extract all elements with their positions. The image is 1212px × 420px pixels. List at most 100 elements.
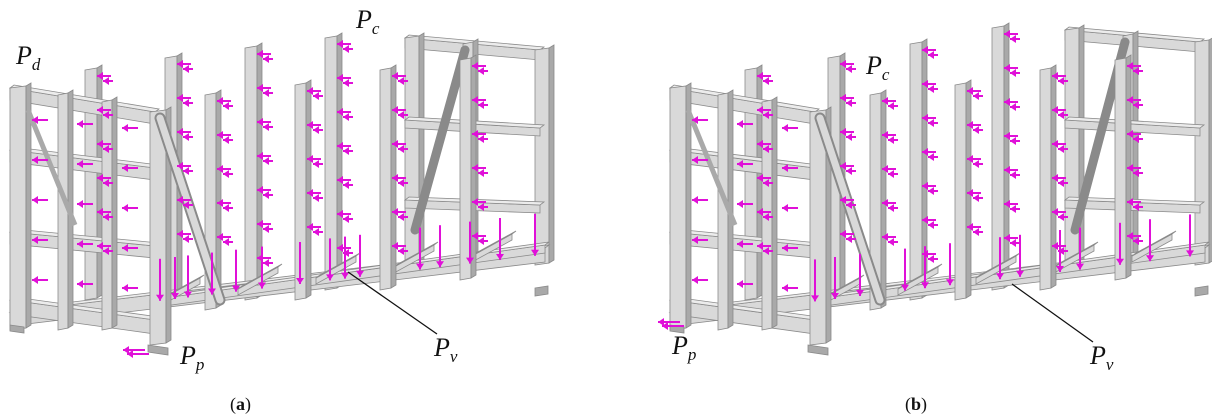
left-end-post-2-side	[771, 96, 778, 329]
load-arrow-end-0-2-head	[782, 124, 788, 132]
load-arrow-9-head	[103, 213, 109, 221]
load-arrow-78-head	[1052, 174, 1058, 182]
load-arrow-72-head	[392, 72, 398, 80]
load-arrow-38-head	[337, 40, 343, 48]
load-arrow-v-6-head	[996, 273, 1004, 280]
load-arrow-v-5-head	[946, 279, 954, 286]
front-post-2	[379, 67, 392, 291]
load-arrow-44-head	[1004, 132, 1010, 140]
load-arrow-17-head	[846, 133, 852, 141]
load-arrow-end-2-1-head	[77, 200, 83, 208]
load-arrow-24-head	[257, 50, 263, 58]
load-arrow-25-head	[263, 55, 269, 63]
load-arrow-41-head	[1010, 69, 1016, 77]
load-arrow-25-head	[928, 51, 934, 59]
load-arrow-65-head	[313, 126, 319, 134]
load-arrow-88-head	[1127, 130, 1133, 138]
load-arrow-28-head	[922, 114, 928, 122]
load-arrow-58-head	[217, 199, 223, 207]
load-arrow-47-head	[343, 181, 349, 189]
load-arrow-74-head	[1052, 106, 1058, 114]
load-arrow-v-1-head	[171, 293, 179, 299]
load-arrow-87-head	[1133, 101, 1139, 109]
load-arrow-43-head	[1010, 103, 1016, 111]
load-arrow-end-2-2-head	[782, 204, 788, 212]
right-end-post-right	[1194, 39, 1210, 266]
left-end-post-1	[57, 92, 69, 331]
caption-b: (b)	[905, 394, 928, 414]
load-arrow-1-head	[763, 77, 769, 85]
load-arrow-4-head	[97, 140, 103, 148]
load-arrow-88-head	[472, 130, 478, 138]
load-arrow-v-12-head	[1186, 250, 1194, 257]
load-arrow-63-head	[313, 92, 319, 100]
foot-right	[1194, 285, 1209, 297]
load-arrow-18-head	[177, 162, 183, 170]
load-arrow-v-3-head	[208, 288, 216, 295]
load-arrow-30-head	[257, 152, 263, 160]
foot-right	[534, 285, 549, 297]
load-arrow-92-head	[1127, 198, 1133, 206]
load-arrow-30-head	[922, 148, 928, 156]
load-arrow-69-head	[973, 194, 979, 202]
load-arrow-20-head	[177, 196, 183, 204]
load-arrow-42-head	[1004, 98, 1010, 106]
load-arrow-62-head	[307, 87, 313, 95]
right-end-brace	[410, 45, 470, 235]
load-arrow-49-head	[1010, 205, 1016, 213]
load-arrow-end-1-2-head	[122, 164, 128, 172]
load-arrow-93-head	[478, 203, 484, 211]
load-arrow-47-head	[1010, 171, 1016, 179]
load-arrow-29-head	[928, 119, 934, 127]
load-arrow-46-head	[337, 176, 343, 184]
load-arrow-76-head	[1052, 140, 1058, 148]
load-arrow-end-3-0-head	[32, 236, 38, 244]
load-arrow-3-head	[763, 111, 769, 119]
load-arrow-52-head	[882, 97, 888, 105]
load-arrow-0-head	[97, 72, 103, 80]
load-arrow-v-7-head	[1016, 270, 1024, 277]
load-arrow-10-head	[757, 242, 763, 250]
load-arrow-5-head	[763, 145, 769, 153]
load-arrow-83-head	[398, 247, 404, 255]
back-post-2	[909, 41, 923, 301]
load-arrow-62-head	[967, 87, 973, 95]
load-arrow-end-0-0-head	[692, 116, 698, 124]
load-arrow-53-head	[223, 102, 229, 110]
load-arrow-33-head	[263, 191, 269, 199]
load-arrow-78-head	[392, 174, 398, 182]
load-arrow-end-3-0-head	[692, 236, 698, 244]
load-arrow-60-head	[882, 233, 888, 241]
right-end-post-right-side	[548, 44, 555, 264]
load-arrow-80-head	[1052, 208, 1058, 216]
load-arrow-33-head	[928, 187, 934, 195]
load-arrow-23-head	[846, 235, 852, 243]
load-arrow-86-head	[1127, 96, 1133, 104]
load-arrow-end-4-2-head	[122, 284, 128, 292]
front-post-2-side	[1050, 64, 1057, 289]
load-arrow-29-head	[263, 123, 269, 131]
load-arrow-13-head	[183, 65, 189, 73]
load-arrow-13-head	[846, 65, 852, 73]
load-arrow-6-head	[757, 174, 763, 182]
load-arrow-4-head	[757, 140, 763, 148]
load-arrow-66-head	[307, 155, 313, 163]
load-arrow-65-head	[973, 126, 979, 134]
load-arrow-6-head	[97, 174, 103, 182]
load-arrow-64-head	[307, 121, 313, 129]
foot-front	[147, 344, 169, 356]
load-arrow-34-head	[922, 216, 928, 224]
load-arrow-end-2-2-head	[122, 204, 128, 212]
load-arrow-54-head	[217, 131, 223, 139]
load-arrow-94-head	[472, 232, 478, 240]
load-arrow-end-3-1-head	[737, 240, 743, 248]
load-arrow-50-head	[337, 244, 343, 252]
load-arrow-v-7-head	[326, 274, 334, 281]
load-arrow-57-head	[888, 170, 894, 178]
load-arrow-38-head	[1004, 30, 1010, 38]
load-arrow-7-head	[763, 179, 769, 187]
load-arrow-81-head	[1058, 213, 1064, 221]
front-post-1	[954, 82, 967, 301]
load-arrow-22-head	[177, 230, 183, 238]
load-arrow-59-head	[223, 204, 229, 212]
